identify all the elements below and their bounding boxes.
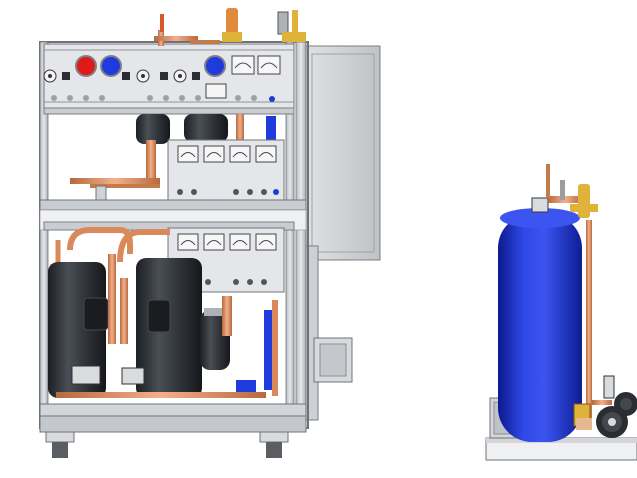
gauge-icon (75, 55, 97, 77)
gauge-icon (100, 55, 122, 77)
compressor-left (48, 262, 106, 398)
pressure-switch (231, 55, 255, 75)
valve-icon (226, 8, 238, 34)
pressure-switch (203, 233, 225, 251)
upper-compressor-right (184, 114, 228, 142)
side-electrical-panel (305, 45, 381, 261)
valve-icon (43, 69, 57, 83)
base-frame (39, 403, 307, 417)
pressure-switch (177, 233, 199, 251)
valve-icon (121, 367, 145, 385)
upper-compressor-left (136, 114, 170, 144)
valve-icon (136, 69, 150, 83)
pressure-switch (255, 233, 277, 251)
pressure-switch (177, 145, 199, 163)
middle-shelf (39, 199, 307, 211)
liquid-receiver-assembly (485, 164, 637, 461)
condensing-unit (39, 8, 381, 458)
pressure-switch (203, 145, 225, 163)
valve-icon (71, 365, 101, 385)
valve-icon (614, 392, 637, 416)
pressure-switch (257, 55, 281, 75)
foot (45, 431, 75, 458)
pressure-switch (229, 233, 251, 251)
pressure-switch (255, 145, 277, 163)
valve-icon (578, 184, 590, 218)
valve-icon (531, 197, 549, 213)
valve-icon (173, 69, 187, 83)
gauge-icon (204, 55, 226, 77)
foot (259, 431, 289, 458)
receiver-tank (498, 214, 582, 442)
pressure-switch (229, 145, 251, 163)
display-module (205, 83, 227, 99)
valve-icon (277, 11, 289, 35)
pipe-icon (586, 220, 592, 420)
